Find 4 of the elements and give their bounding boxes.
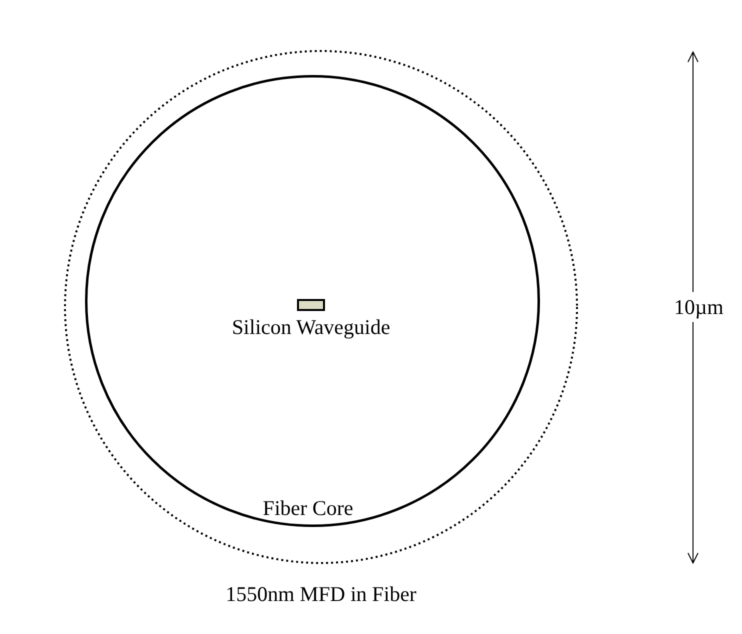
dimension-label: 10µm [674, 295, 724, 319]
node-label: Fiber Core [262, 496, 354, 520]
node-label: Silicon Waveguide [232, 315, 390, 339]
node-label: 1550nm MFD in Fiber [226, 582, 416, 606]
